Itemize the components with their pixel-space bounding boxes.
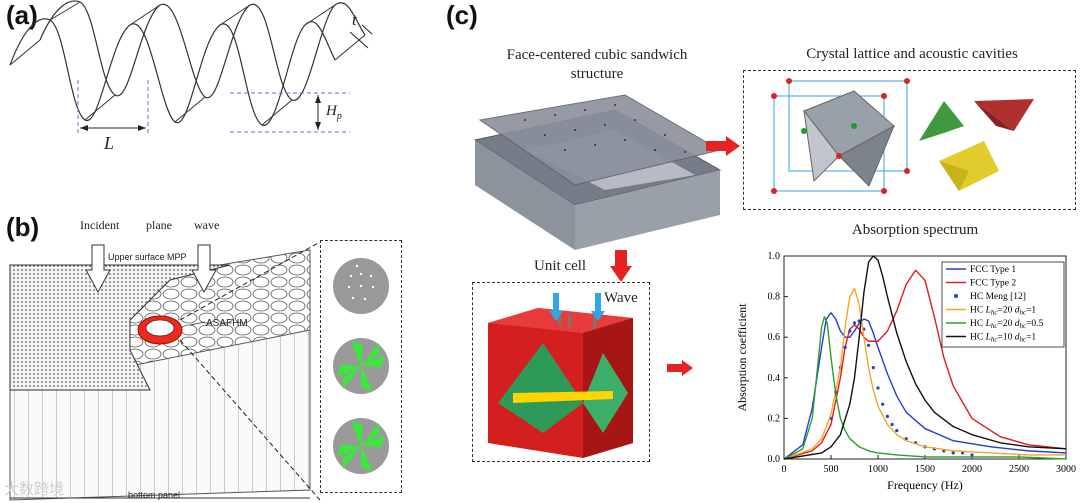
series-point-hc-meng [952, 451, 955, 454]
series-point-hc-meng [891, 423, 894, 426]
x-tick-label: 2000 [962, 464, 982, 475]
y-tick-label: 0.8 [768, 292, 781, 303]
x-tick-label: 2500 [1009, 464, 1029, 475]
sandwich-structure [465, 90, 745, 260]
y-tick-label: 0.0 [768, 454, 781, 465]
series-point-hc-meng [853, 321, 856, 324]
y-tick-label: 0.6 [768, 332, 781, 343]
y-tick-label: 0.4 [768, 373, 781, 384]
incident-label: Incident [80, 218, 119, 233]
legend-label: HC Meng [12] [970, 292, 1026, 302]
watermark: 大数跨境 [4, 478, 64, 499]
absorption-chart: 0 500 1000 1500 2000 2500 3000 0.0 0.2 0.4 0.6 0.8 1… [732, 242, 1080, 503]
crystal-lattice-diagram [744, 71, 1074, 208]
green-cavity [919, 101, 964, 141]
x-tick-label: 3000 [1056, 464, 1076, 475]
series-point-hc-meng [867, 344, 870, 347]
x-tick-label: 1500 [915, 464, 935, 475]
fcc-title-line2: structure [482, 65, 712, 84]
legend-label: FCC Type 1 [970, 265, 1016, 275]
legend-label: HC Lhc=20 dhc=0.5 [970, 319, 1044, 330]
series-point-hc-meng [848, 330, 851, 333]
panel-b-label: (b) [6, 212, 39, 243]
series-point-hc-meng [881, 403, 884, 406]
arrow-to-unit-cell [610, 250, 632, 282]
fcc-title-line1: Face-centered cubic sandwich [482, 46, 712, 65]
plane-label: plane [146, 218, 172, 233]
x-axis-label: Frequency (Hz) [887, 478, 963, 492]
asafhm-label: ASAFHM [206, 318, 248, 329]
y-axis-label: Absorption coefficient [735, 303, 749, 412]
panel-c-label: (c) [446, 0, 478, 31]
dim-t-label: t [352, 10, 357, 30]
series-point-hc-meng [876, 386, 879, 389]
absorption-title: Absorption spectrum [790, 222, 1040, 239]
x-tick-label: 0 [782, 464, 787, 475]
arrow-to-chart [667, 360, 693, 376]
upper-surface-label: Upper surface MPP [108, 252, 187, 262]
y-tick-label: 1.0 [768, 251, 781, 262]
series-point-hc-meng [872, 366, 875, 369]
series-point-hc-meng [844, 346, 847, 349]
legend-label: FCC Type 2 [970, 279, 1016, 289]
disc-variants [321, 241, 401, 491]
legend: FCC Type 1 FCC Type 2 HC Meng [12] HC Lhc=2… [942, 262, 1064, 347]
dim-Hp-label: Hp [326, 103, 342, 122]
y-tick-label: 0.2 [768, 413, 781, 424]
series-point-hc-meng [886, 415, 889, 418]
legend-label: HC Lhc=20 dhc=1 [970, 306, 1036, 317]
arrow-to-lattice [706, 136, 740, 156]
legend-swatch [954, 294, 958, 298]
wave-label: wave [194, 218, 219, 233]
unit-cell-title: Unit cell [534, 258, 586, 275]
x-tick-label: 500 [824, 464, 839, 475]
dim-L-label: L [104, 133, 114, 154]
x-tick-label: 1000 [868, 464, 888, 475]
crystal-box [743, 70, 1076, 210]
unit-cell-diagram [473, 283, 648, 460]
series-point-hc-meng [895, 429, 898, 432]
unit-cell-box [472, 282, 650, 462]
series-point-hc-meng [970, 453, 973, 456]
crystal-title: Crystal lattice and acoustic cavities [744, 46, 1080, 63]
fcc-title: Face-centered cubic sandwich structure [482, 46, 712, 84]
legend-label: HC Lhc=10 dhc=1 [970, 333, 1036, 344]
wave-label-unit-cell: Wave [604, 290, 638, 307]
zoom-box [320, 240, 402, 493]
bottom-panel-label: bottom panel [128, 490, 180, 500]
corrugated-sheet-diagram [0, 0, 400, 200]
